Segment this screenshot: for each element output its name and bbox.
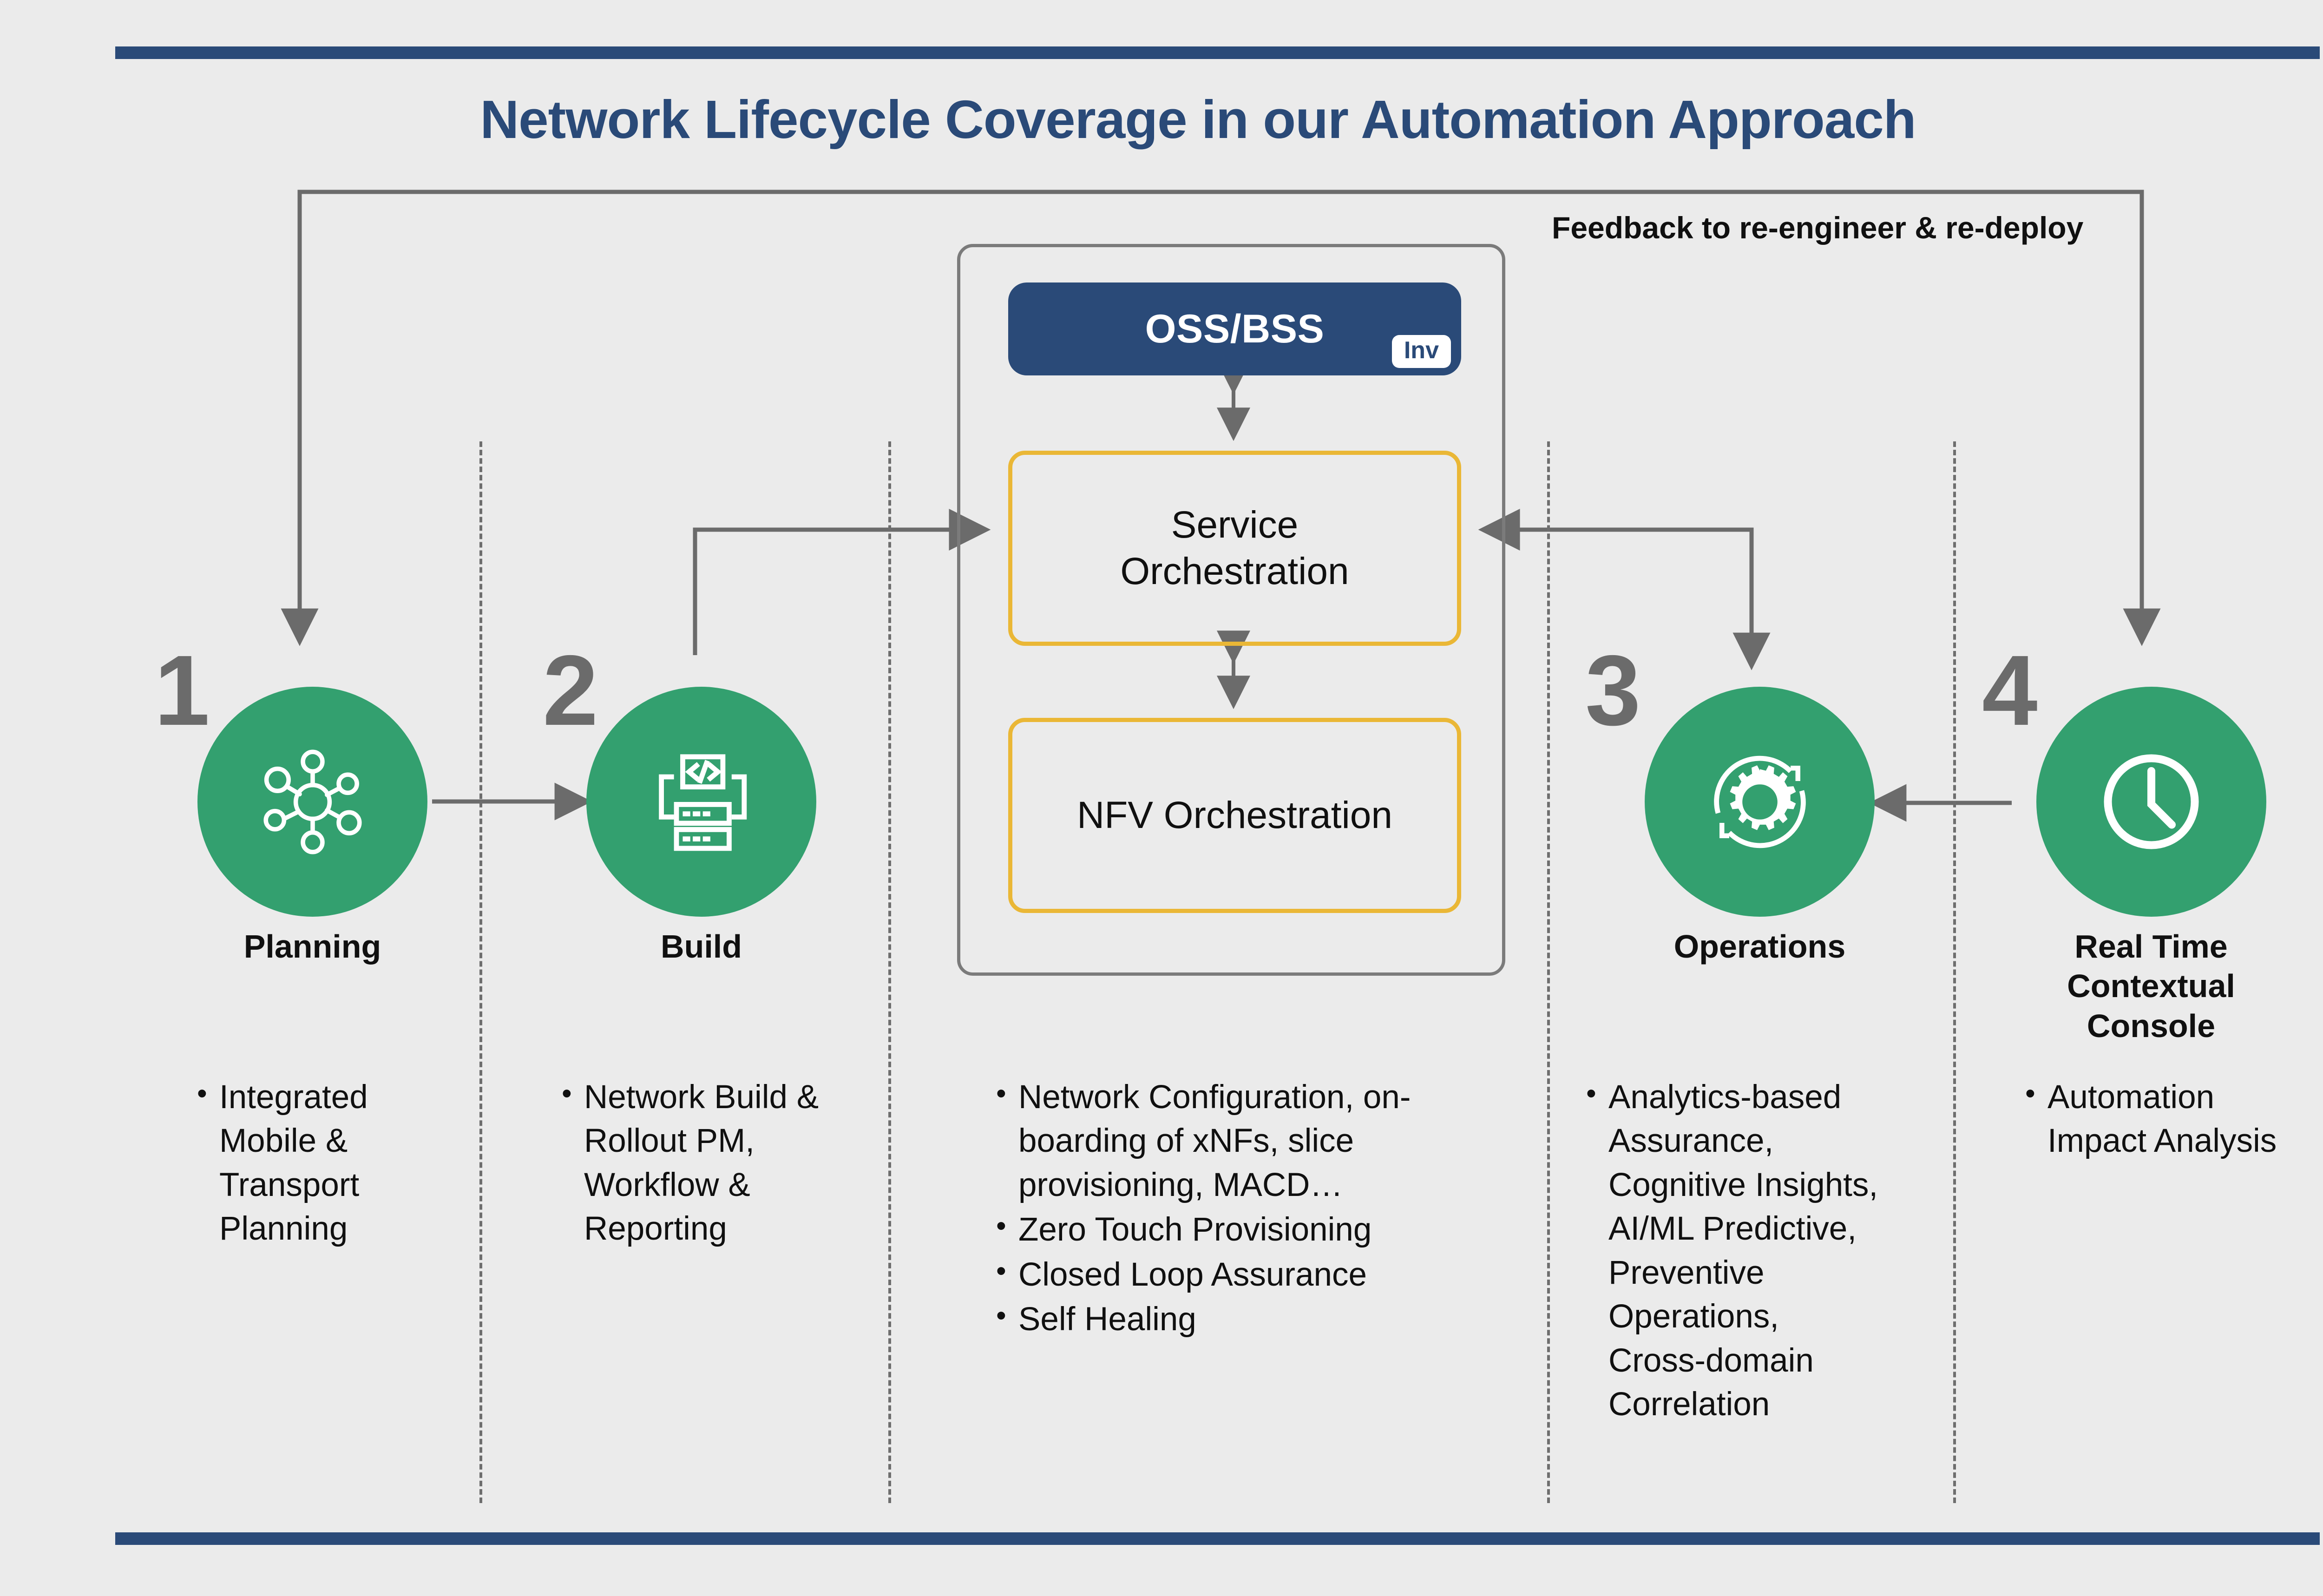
stage-label-3: Operations <box>1673 928 1846 965</box>
column-separator-1 <box>479 441 482 1503</box>
ossbss-label: OSS/BSS <box>1145 306 1325 351</box>
code-server-icon <box>658 754 747 851</box>
service-orchestration-line1: Service <box>1171 503 1299 546</box>
list-item: Automation Impact Analysis <box>2023 1075 2302 1163</box>
stage-number-1: 1 <box>154 634 210 746</box>
nfv-orchestration-box[interactable]: NFV Orchestration <box>1008 718 1461 913</box>
bullets-real-time-console: Automation Impact Analysis <box>2023 1075 2302 1164</box>
stage-circle-4[interactable] <box>2036 687 2266 917</box>
page-title: Network Lifecycle Coverage in our Automa… <box>480 89 1916 150</box>
nfv-orchestration-label: NFV Orchestration <box>1077 794 1392 836</box>
gear-refresh-icon <box>1713 755 1806 848</box>
list-item: Network Configuration, on-boarding of xN… <box>994 1075 1496 1207</box>
top-rule <box>115 46 2320 59</box>
inventory-badge: Inv <box>1391 335 1451 368</box>
bullets-orchestration: Network Configuration, on-boarding of xN… <box>994 1075 1496 1343</box>
list-item: Zero Touch Provisioning <box>994 1207 1496 1252</box>
service-orchestration-label: Service Orchestration <box>1120 502 1349 595</box>
bullets-build: Network Build & Rollout PM, Workflow & R… <box>560 1075 848 1252</box>
stage-circle-2[interactable] <box>586 687 816 917</box>
list-item: Self Healing <box>994 1297 1496 1341</box>
list-item: Integrated Mobile & Transport Planning <box>195 1075 455 1251</box>
stage-number-2: 2 <box>543 634 598 746</box>
bottom-rule <box>115 1532 2320 1545</box>
stage-circle-3[interactable] <box>1645 687 1875 917</box>
list-item: Closed Loop Assurance <box>994 1252 1496 1297</box>
stage-label-2: Build <box>661 928 742 965</box>
stage-label-4: Real Time Contextual Console <box>2067 928 2235 1044</box>
column-separator-3 <box>1547 441 1550 1503</box>
stage-number-4: 4 <box>1982 634 2038 746</box>
orchestration-panel <box>957 244 1505 976</box>
service-orchestration-box[interactable]: Service Orchestration <box>1008 451 1461 646</box>
clock-icon <box>2104 754 2199 849</box>
bullets-planning: Integrated Mobile & Transport Planning <box>195 1075 455 1252</box>
stage-number-3: 3 <box>1585 634 1641 746</box>
column-separator-2 <box>888 441 891 1503</box>
feedback-loop-label: Feedback to re-engineer & re-deploy <box>1552 210 2084 245</box>
column-separator-4 <box>1953 441 1956 1503</box>
stage-label-1: Planning <box>243 928 381 965</box>
network-hub-icon <box>263 749 362 854</box>
bullets-operations: Analytics-based Assurance, Cognitive Ins… <box>1584 1075 1882 1427</box>
list-item: Network Build & Rollout PM, Workflow & R… <box>560 1075 848 1251</box>
list-item: Analytics-based Assurance, Cognitive Ins… <box>1584 1075 1882 1426</box>
stage-circle-1[interactable] <box>197 687 427 917</box>
service-orchestration-line2: Orchestration <box>1120 550 1349 592</box>
ossbss-block[interactable]: OSS/BSS Inv <box>1008 282 1461 375</box>
